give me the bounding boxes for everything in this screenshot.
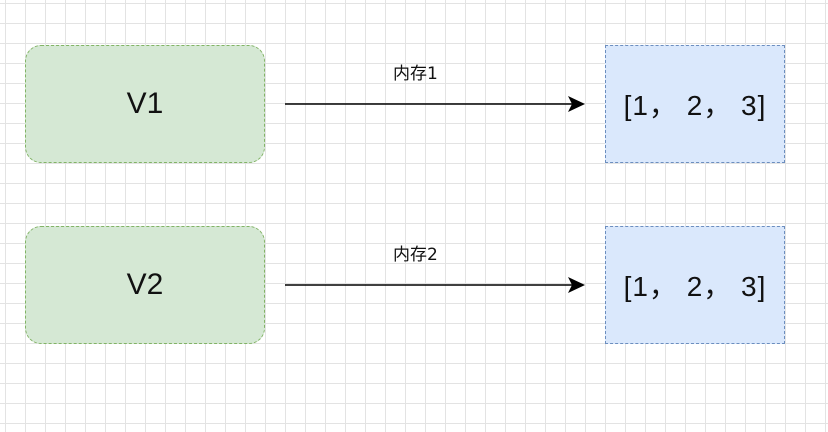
variable-box-v1[interactable]: V1 [25,45,265,163]
edge-v1-to-memory-1[interactable] [285,96,585,112]
edge-v2-to-memory-2[interactable] [285,277,585,293]
memory-label-2: [1， 2， 3] [623,271,767,302]
variable-box-v2[interactable]: V2 [25,226,265,344]
memory-label-1: [1， 2， 3] [623,90,767,121]
arrowhead-icon [568,277,585,293]
arrowhead-icon [568,96,585,112]
edge-label-1: 内存1 [393,64,438,84]
memory-box-1[interactable]: [1， 2， 3] [605,45,785,163]
variable-label-v2: V2 [126,268,164,301]
variable-label-v1: V1 [126,87,164,120]
edge-label-2: 内存2 [393,245,438,265]
memory-box-2[interactable]: [1， 2， 3] [605,226,785,344]
